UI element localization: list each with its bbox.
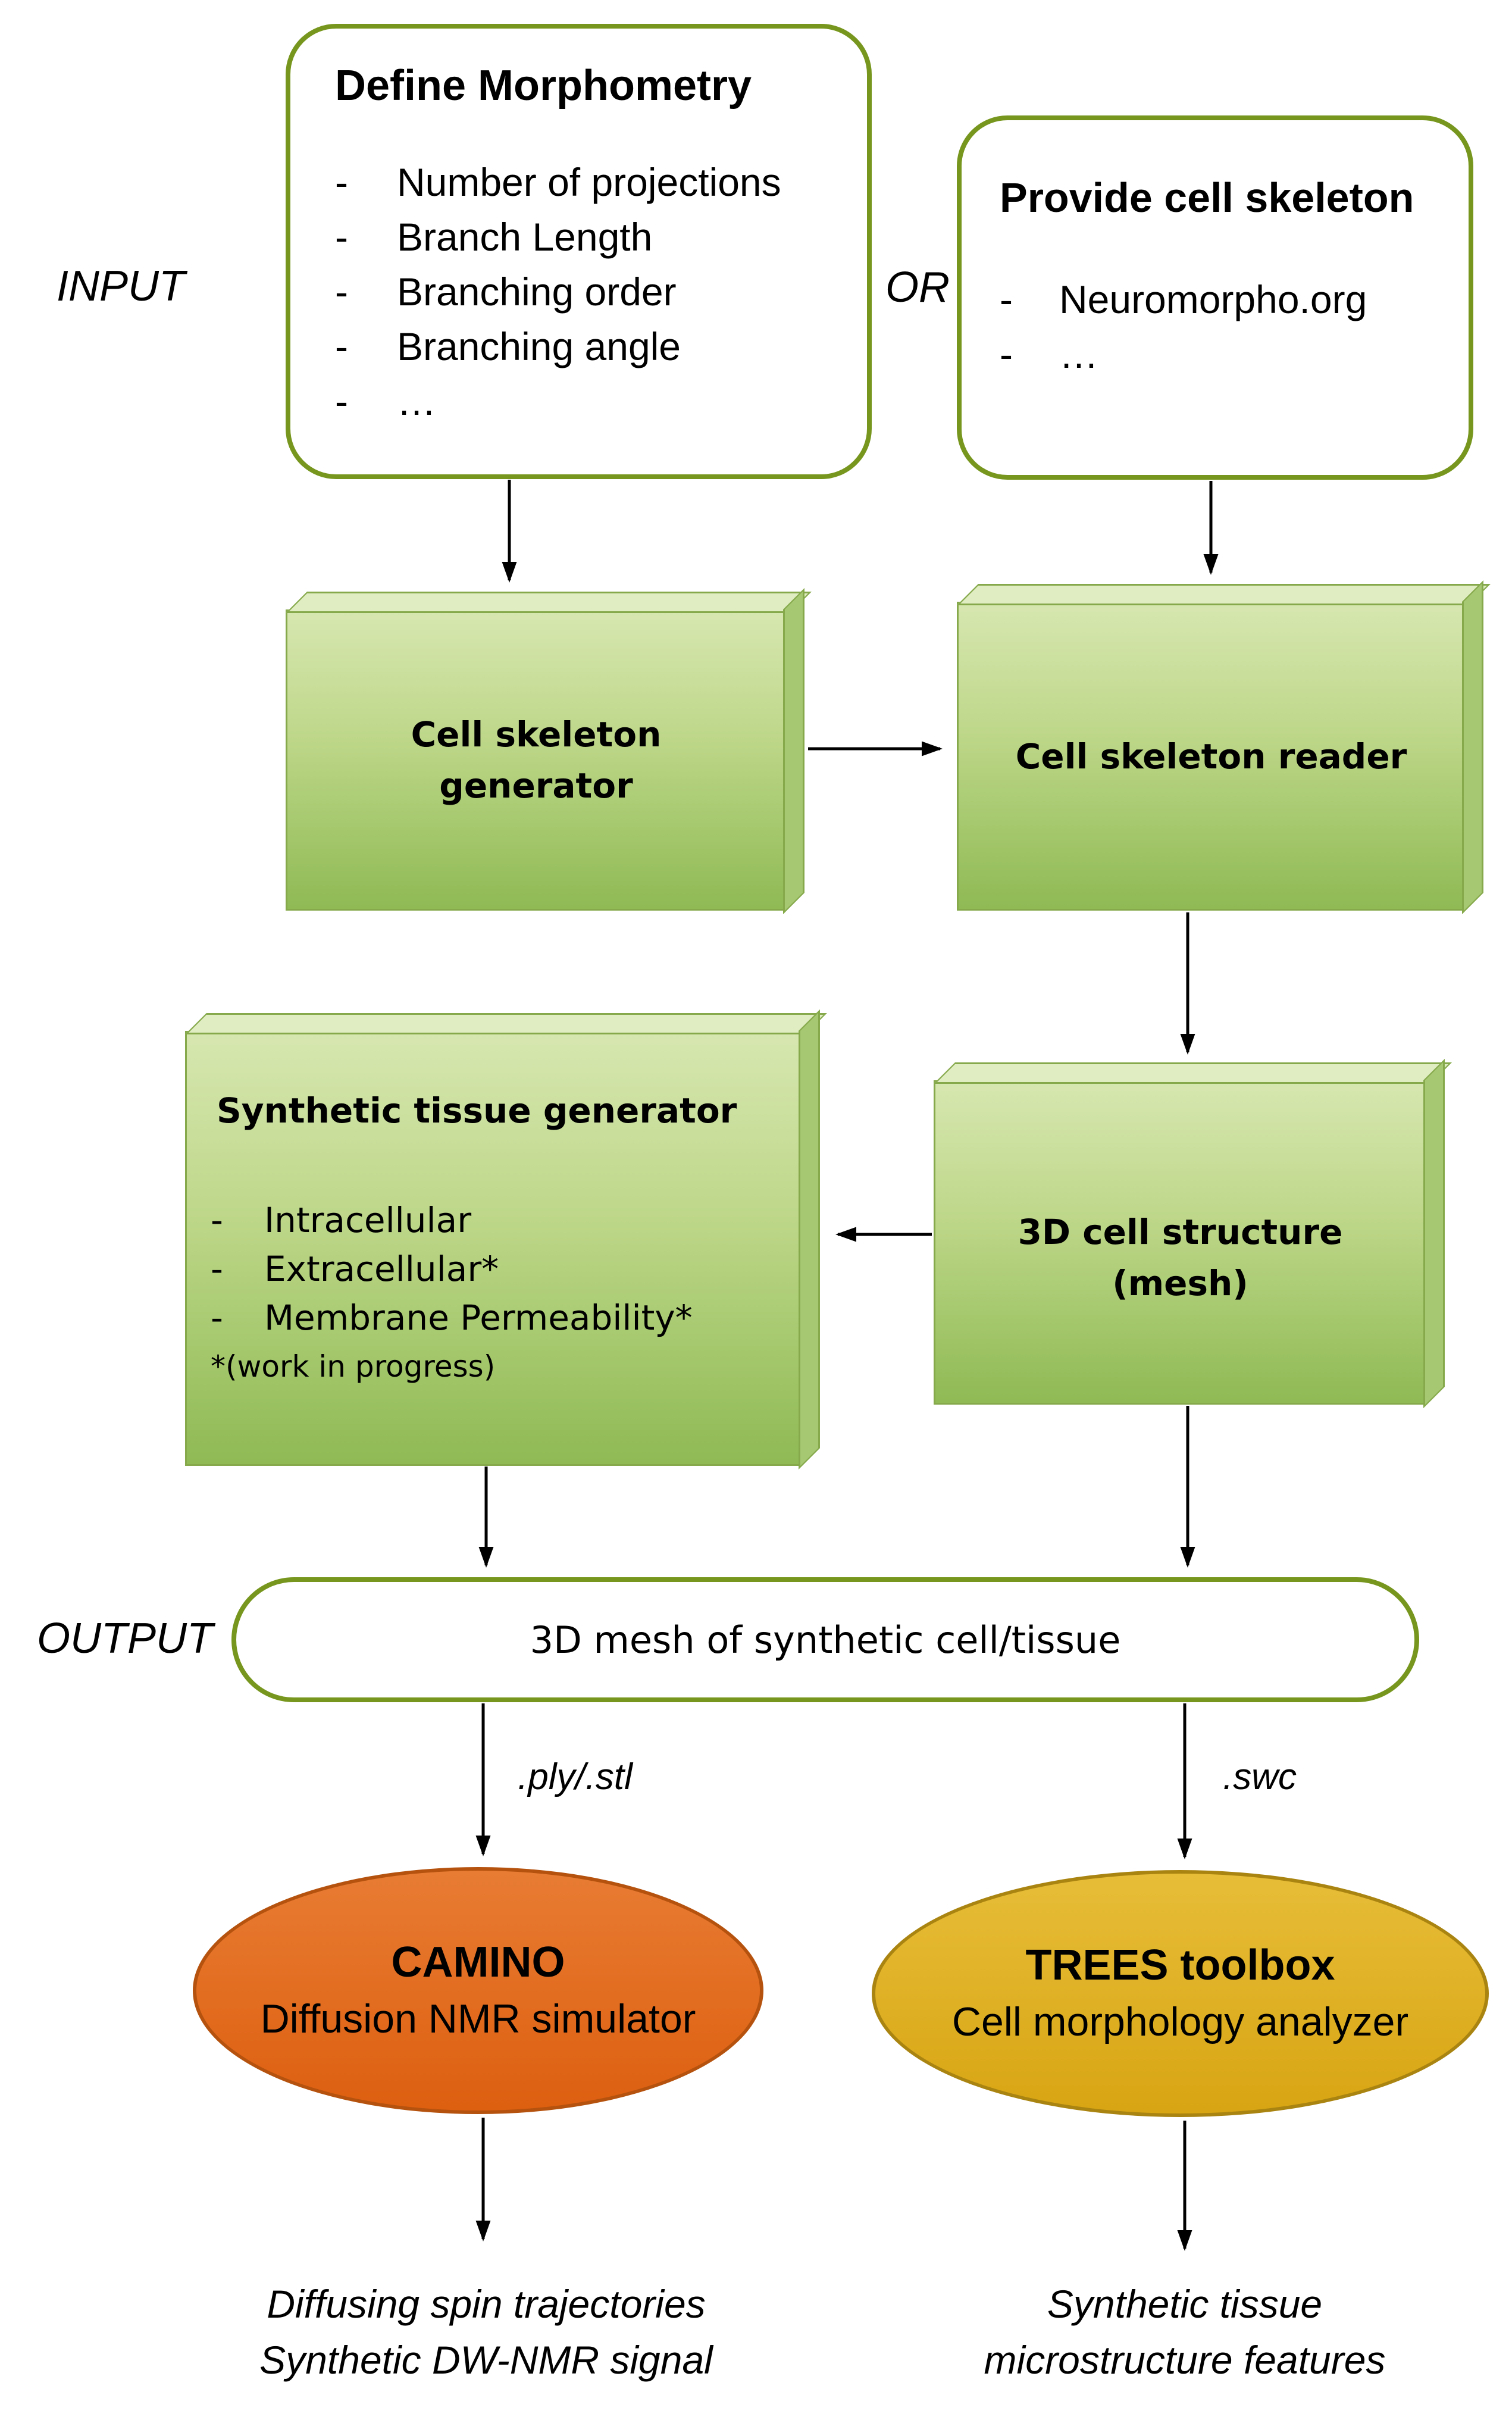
bullet-dash: -	[211, 1200, 223, 1240]
define-morphometry-box: Define Morphometry - Number of projection…	[286, 24, 872, 479]
list-item-label: Intracellular	[264, 1200, 472, 1240]
trees-result-line1: Synthetic tissue	[1047, 2282, 1323, 2326]
trees-result-line2: microstructure features	[984, 2338, 1386, 2382]
bullet-dash: -	[211, 1249, 223, 1289]
cell-skeleton-reader-box: Cell skeleton reader	[957, 602, 1466, 911]
camino-title: CAMINO	[391, 1938, 565, 1986]
output-mesh-box: 3D mesh of synthetic cell/tissue	[231, 1577, 1419, 1702]
bullet-dash: -	[335, 160, 348, 204]
list-item: - Extracellular*	[211, 1245, 771, 1293]
camino-ellipse: CAMINO Diffusion NMR simulator	[193, 1867, 763, 2114]
or-label: OR	[885, 264, 950, 311]
synthetic-tissue-generator-title: Synthetic tissue generator	[217, 1090, 737, 1131]
list-item: - Number of projections	[335, 155, 843, 210]
list-item: -…	[335, 374, 843, 429]
list-item-label: Branching order	[397, 270, 677, 314]
camino-result: Diffusing spin trajectories Synthetic DW…	[99, 2276, 873, 2388]
list-item-label: Number of projections	[397, 160, 781, 204]
bullet-dash: -	[335, 379, 348, 423]
cell-skeleton-generator-line1: Cell skeleton	[411, 714, 662, 755]
camino-result-line1: Diffusing spin trajectories	[267, 2282, 706, 2326]
list-item-label: Branching angle	[397, 324, 681, 368]
list-item: - Neuromorpho.org	[1000, 272, 1451, 327]
list-item: - Branching angle	[335, 319, 843, 374]
define-morphometry-list: - Number of projections - Branch Length - B…	[335, 155, 843, 429]
file-format-skeleton: .swc	[1223, 1756, 1297, 1797]
list-item: - Branch Length	[335, 210, 843, 264]
provide-cell-skeleton-title: Provide cell skeleton	[1000, 174, 1414, 221]
list-item: - Branching order	[335, 264, 843, 319]
cell-skeleton-generator-line2: generator	[439, 765, 633, 806]
trees-subtitle: Cell morphology analyzer	[951, 1999, 1409, 2044]
camino-subtitle: Diffusion NMR simulator	[260, 1996, 696, 2041]
bullet-dash: -	[1000, 277, 1013, 321]
list-item-label: Neuromorpho.org	[1059, 277, 1367, 321]
list-item-label: Extracellular*	[264, 1249, 499, 1289]
list-item: - Intracellular	[211, 1196, 771, 1245]
file-format-mesh: .ply/.stl	[518, 1756, 633, 1797]
cell-skeleton-reader-title: Cell skeleton reader	[1015, 736, 1407, 777]
trees-ellipse: TREES toolbox Cell morphology analyzer	[872, 1870, 1489, 2117]
list-item-label: Membrane Permeability*	[264, 1297, 693, 1338]
work-in-progress-note: *(work in progress)	[211, 1349, 496, 1384]
input-label: INPUT	[57, 262, 185, 310]
bullet-dash: -	[335, 215, 348, 259]
synthetic-tissue-generator-box: Synthetic tissue generator - Intracellula…	[185, 1031, 802, 1466]
trees-result: Synthetic tissue microstructure features	[798, 2276, 1512, 2388]
provide-cell-skeleton-box: Provide cell skeleton - Neuromorpho.org -…	[957, 115, 1473, 480]
camino-result-line2: Synthetic DW-NMR signal	[259, 2338, 713, 2382]
bullet-dash: -	[211, 1297, 223, 1338]
list-item: -…	[1000, 327, 1451, 382]
bullet-dash: -	[335, 324, 348, 368]
output-label: OUTPUT	[37, 1615, 213, 1662]
bullet-dash: -	[1000, 332, 1013, 376]
trees-title: TREES toolbox	[1025, 1941, 1335, 1989]
provide-cell-skeleton-list: -Neuromorpho.org -…	[1000, 272, 1451, 382]
output-mesh-text: 3D mesh of synthetic cell/tissue	[530, 1618, 1121, 1662]
list-item: -Membrane Permeability*	[211, 1293, 771, 1342]
cell-skeleton-generator-box: Cell skeleton generator	[286, 609, 787, 911]
synthetic-tissue-generator-list: -Intracellular -Extracellular* -Membrane…	[211, 1196, 771, 1342]
cell-structure-line1: 3D cell structure	[1018, 1211, 1343, 1252]
list-item-label: …	[1059, 332, 1098, 376]
bullet-dash: -	[335, 270, 348, 314]
define-morphometry-title: Define Morphometry	[335, 62, 752, 110]
cell-structure-mesh-box: 3D cell structure (mesh)	[934, 1080, 1427, 1405]
list-item-label: Branch Length	[397, 215, 653, 259]
cell-structure-line2: (mesh)	[1112, 1262, 1248, 1303]
list-item-label: …	[397, 379, 436, 423]
